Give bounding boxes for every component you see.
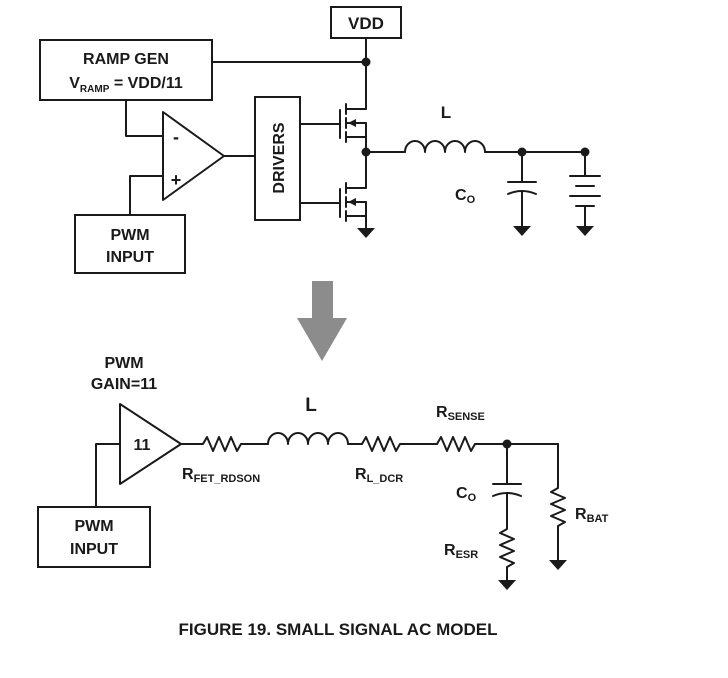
low-side-mosfet bbox=[299, 151, 367, 229]
pwm-input-box-bottom: PWM INPUT bbox=[37, 506, 151, 568]
drivers-label: DRIVERS bbox=[271, 122, 288, 193]
comparator: - + bbox=[162, 111, 225, 201]
ramp-gen-title: RAMP GEN bbox=[83, 51, 169, 68]
vdd-junction-dot bbox=[361, 57, 371, 67]
figure-caption: FIGURE 19. SMALL SIGNAL AC MODEL bbox=[179, 620, 498, 639]
r-fet-rdson-resistor bbox=[180, 436, 269, 452]
vdd-box: VDD bbox=[330, 6, 402, 39]
r-sense-label: RSENSE bbox=[436, 404, 485, 423]
ground-icon bbox=[357, 228, 375, 238]
pwm-gain-line2: GAIN=11 bbox=[91, 376, 157, 393]
ramp-gen-box: RAMP GEN VRAMP = VDD/11 bbox=[39, 39, 213, 101]
vdd-rail-wire bbox=[211, 37, 367, 101]
amplifier-gain-label: 11 bbox=[134, 437, 151, 454]
r-l-dcr-label: RL_DCR bbox=[355, 466, 403, 485]
drivers-box: DRIVERS bbox=[254, 96, 301, 221]
top-circuit: VDD RAMP GEN VRAMP = VDD/11 - + PWM INPU… bbox=[39, 6, 601, 274]
pwm-to-amplifier-wire bbox=[95, 443, 121, 508]
r-bat-label: RBAT bbox=[575, 506, 609, 525]
pwm-input-line1: PWM bbox=[110, 227, 149, 244]
down-arrow-icon bbox=[297, 281, 347, 361]
battery-icon bbox=[569, 151, 601, 236]
r-fet-rdson-label: RFET_RDSON bbox=[182, 466, 260, 485]
inductor-label-bottom: L bbox=[305, 395, 317, 416]
high-side-mosfet bbox=[299, 99, 367, 153]
ground-icon bbox=[549, 560, 567, 570]
r-esr-label: RESR bbox=[444, 542, 478, 561]
ramp-to-comparator-wire bbox=[125, 99, 164, 137]
vdd-label: VDD bbox=[348, 14, 384, 33]
inductor-bottom bbox=[267, 432, 349, 445]
output-capacitor-bottom: CO bbox=[456, 443, 522, 504]
pwm-input-bottom-line2: INPUT bbox=[70, 541, 118, 558]
capacitor-label-bottom: CO bbox=[456, 485, 477, 504]
r-sense-resistor bbox=[436, 436, 559, 452]
bottom-model: PWM GAIN=11 11 PWM INPUT RFET_RDSON L RL… bbox=[37, 355, 609, 590]
pwm-gain-line1: PWM bbox=[104, 355, 143, 372]
pwm-input-bottom-line1: PWM bbox=[74, 518, 113, 535]
pwm-gain-amplifier: 11 bbox=[119, 403, 182, 485]
ramp-gen-formula: VRAMP = VDD/11 bbox=[69, 75, 183, 95]
pwm-input-box-top: PWM INPUT bbox=[74, 214, 186, 274]
r-bat-resistor bbox=[550, 443, 566, 561]
output-capacitor-top: CO bbox=[455, 151, 537, 236]
pwm-to-comparator-wire bbox=[129, 175, 164, 216]
pwm-input-line2: INPUT bbox=[106, 249, 154, 266]
ground-icon bbox=[498, 580, 516, 590]
r-l-dcr-resistor bbox=[347, 436, 438, 452]
comparator-minus-label: - bbox=[173, 127, 179, 147]
comparator-plus-label: + bbox=[171, 170, 182, 190]
r-esr-resistor bbox=[499, 492, 515, 581]
inductor-top: L bbox=[404, 103, 486, 153]
capacitor-label-top: CO bbox=[455, 187, 476, 206]
inductor-label-top: L bbox=[441, 103, 451, 122]
